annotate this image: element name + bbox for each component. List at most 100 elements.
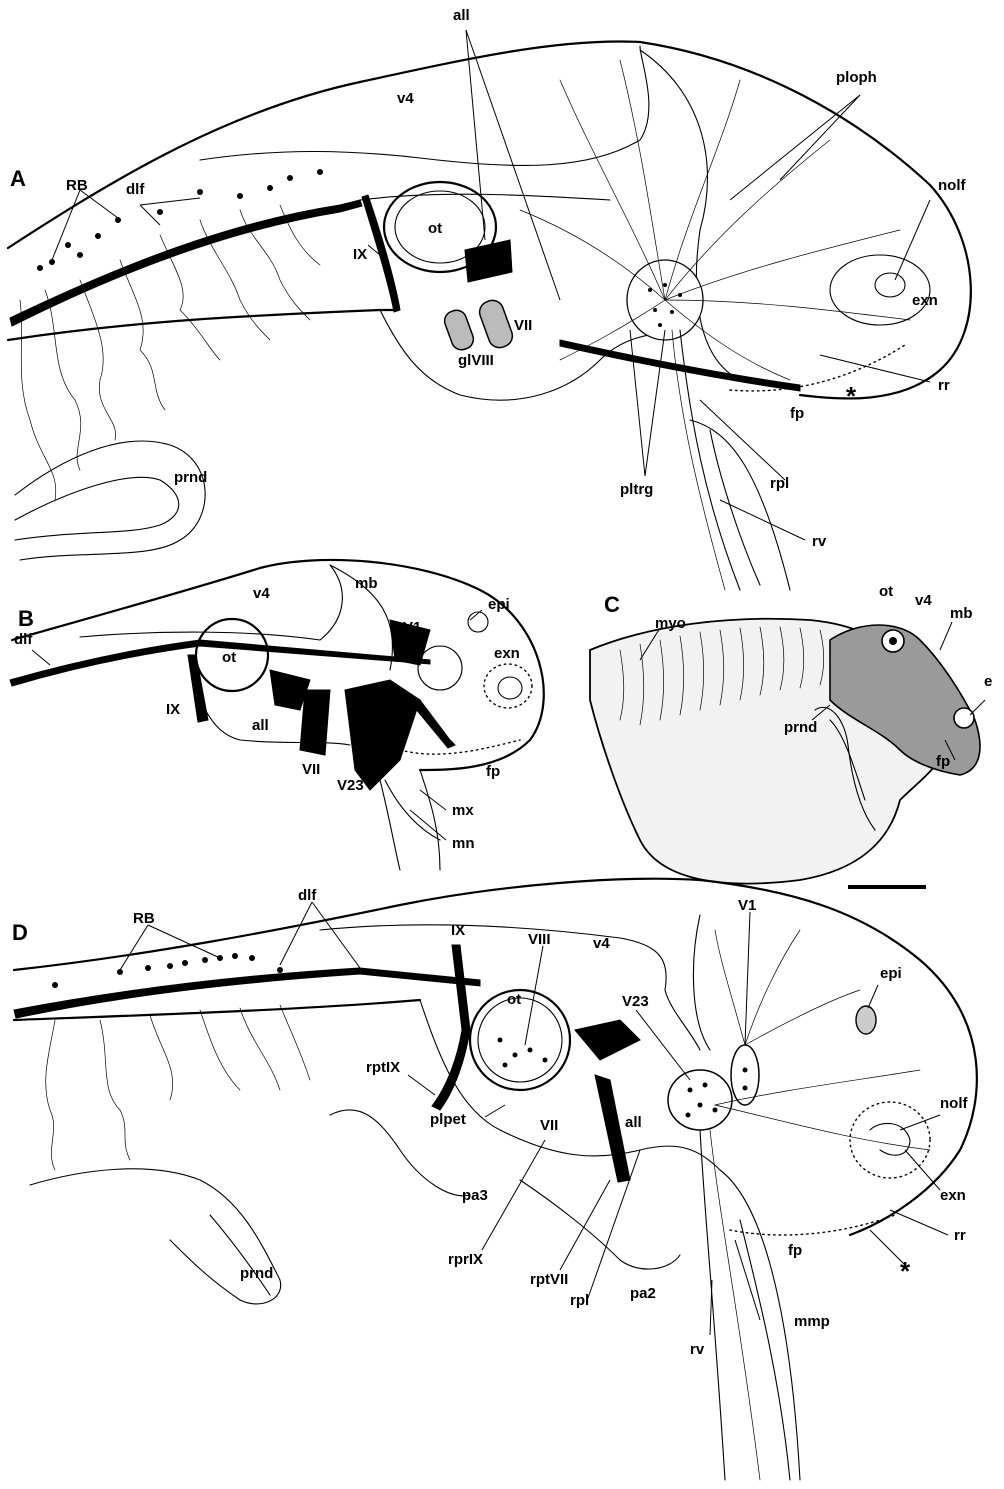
panel-b-label-mx: mx — [452, 802, 474, 819]
panel-a-ventricle-outline — [200, 46, 649, 165]
panel-d-label-plpet: plpet — [430, 1111, 466, 1128]
panel-d-label-mmp: mmp — [794, 1313, 830, 1330]
panel-d-label-epi: epi — [880, 965, 902, 982]
panel-d-v1-branches — [715, 930, 930, 1150]
panel-a-vii-ganglion — [477, 297, 516, 350]
panel-c-label-myo: myo — [655, 615, 686, 632]
panel-b-label-all: all — [252, 717, 269, 734]
panel-a-sensory-arbors — [20, 205, 320, 500]
panel-a-label-ploph: ploph — [836, 69, 877, 86]
panel-d-label-prnd: prnd — [240, 1265, 273, 1282]
panel-c-label-mb: mb — [950, 605, 973, 622]
panel-b-dlf-tract — [10, 640, 430, 686]
panel-c: C — [590, 583, 992, 889]
panel-b-label-vii: VII — [302, 761, 320, 778]
panel-d-label-vii: VII — [540, 1117, 558, 1134]
panel-a-label-exn: exn — [912, 292, 938, 309]
panel-d-mb-boundary — [693, 915, 710, 1050]
panel-b-label-ot: ot — [222, 649, 236, 666]
panel-d-label-ix: IX — [451, 922, 465, 939]
panel-b-exn-outer — [484, 664, 532, 708]
panel-a-label-v4: v4 — [397, 90, 414, 107]
panel-b-label-fp: fp — [486, 763, 500, 780]
panel-d-label-rprix: rprIX — [448, 1251, 483, 1268]
panel-d-label-exn: exn — [940, 1187, 966, 1204]
panel-a-neural-tube-ventral — [8, 310, 398, 340]
panel-d-ix-nerve — [432, 945, 470, 1110]
panel-a-label-fp: fp — [790, 405, 804, 422]
panel-b-rr-tract — [415, 700, 455, 748]
panel-b-ventricle — [80, 565, 342, 640]
panel-a-label-ix: IX — [353, 246, 367, 263]
panel-c-scale-bar — [848, 885, 926, 889]
panel-d-label-fp: fp — [788, 1242, 802, 1259]
panel-d-letter: D — [12, 920, 28, 945]
panel-d-label-rr: rr — [954, 1227, 966, 1244]
panel-a-pronephric-duct — [15, 441, 205, 560]
panel-c-letter: C — [604, 592, 620, 617]
panel-b-epiphysis — [468, 612, 488, 632]
panel-b-vii-ganglion — [300, 690, 330, 755]
panel-d-label-rb: RB — [133, 910, 155, 927]
panel-a-pronephric-duct-inner — [15, 477, 179, 540]
panel-a-letter: A — [10, 166, 26, 191]
panel-d-ventricle — [320, 925, 700, 1050]
panel-d-label-ot: ot — [507, 991, 521, 1008]
panel-a-dlf-tract — [10, 200, 362, 326]
panel-d: D — [12, 879, 977, 1480]
panel-b-label-dlf: dlf — [14, 631, 33, 648]
panel-c-label-prnd: prnd — [784, 719, 817, 736]
panel-a: A — [8, 7, 971, 590]
panel-a-label-pltrg: pltrg — [620, 481, 653, 498]
panel-b-label-v4: v4 — [253, 585, 270, 602]
panel-b-label-epi: epi — [488, 596, 510, 613]
panel-a-label-rpl: rpl — [770, 475, 789, 492]
panel-b-exn-inner — [498, 677, 522, 699]
panel-d-all-ganglion — [575, 1020, 640, 1060]
panel-b-floor-plate — [400, 740, 520, 754]
panel-d-rv-nerve — [700, 1130, 725, 1480]
panel-c-label-v4: v4 — [915, 592, 932, 609]
panel-a-label-rb: RB — [66, 177, 88, 194]
panel-b-ix-nerve — [188, 655, 208, 722]
panel-b-eye — [418, 646, 462, 690]
panel-d-label-rpl: rpl — [570, 1292, 589, 1309]
panel-d-label-v4: v4 — [593, 935, 610, 952]
panel-d-sensory-arbors — [46, 1005, 310, 1170]
panel-d-v1-ganglion — [731, 1045, 759, 1105]
panel-b-label-v1: V1 — [403, 619, 421, 636]
panel-d-label-v23: V23 — [622, 993, 649, 1010]
panel-a-trigeminal-projections — [520, 60, 910, 380]
panel-d-label-rptvii: rptVII — [530, 1271, 568, 1288]
panel-d-label-rptix: rptIX — [366, 1059, 400, 1076]
panel-a-label-all: all — [453, 7, 470, 24]
panel-b-label-mb: mb — [355, 575, 378, 592]
panel-a-glviii-ganglion — [442, 307, 476, 352]
panel-d-label-pa2: pa2 — [630, 1285, 656, 1302]
panel-d-label-nolf: nolf — [940, 1095, 968, 1112]
panel-a-outline — [8, 41, 971, 398]
panel-a-label-dlf: dlf — [126, 181, 145, 198]
panel-b-letter: B — [18, 606, 34, 631]
panel-d-v23-ganglion — [668, 1070, 732, 1130]
panel-d-outline — [14, 879, 977, 1235]
panel-a-label-star: * — [846, 381, 857, 411]
panel-c-label-fp: fp — [936, 753, 950, 770]
panel-a-label-nolf: nolf — [938, 177, 966, 194]
panel-a-label-vii: VII — [514, 317, 532, 334]
panel-b-ventral-edge — [420, 770, 440, 870]
panel-c-label-ot: ot — [879, 583, 893, 600]
panel-a-ventral-edge — [690, 420, 790, 590]
panel-a-label-ot: ot — [428, 220, 442, 237]
panel-b-label-ix: IX — [166, 701, 180, 718]
panel-c-eye — [954, 708, 974, 728]
panel-b-mn-nerve — [380, 780, 400, 870]
panel-d-label-rv: rv — [690, 1341, 705, 1358]
panel-b-label-v23: V23 — [337, 777, 364, 794]
panel-d-pa2-outline — [520, 1180, 680, 1269]
panel-d-label-star: * — [900, 1256, 911, 1286]
panel-d-floor-plate — [730, 1215, 895, 1235]
panel-a-rr-tract — [560, 340, 800, 391]
panel-d-otic-hair-cells — [498, 1038, 548, 1068]
